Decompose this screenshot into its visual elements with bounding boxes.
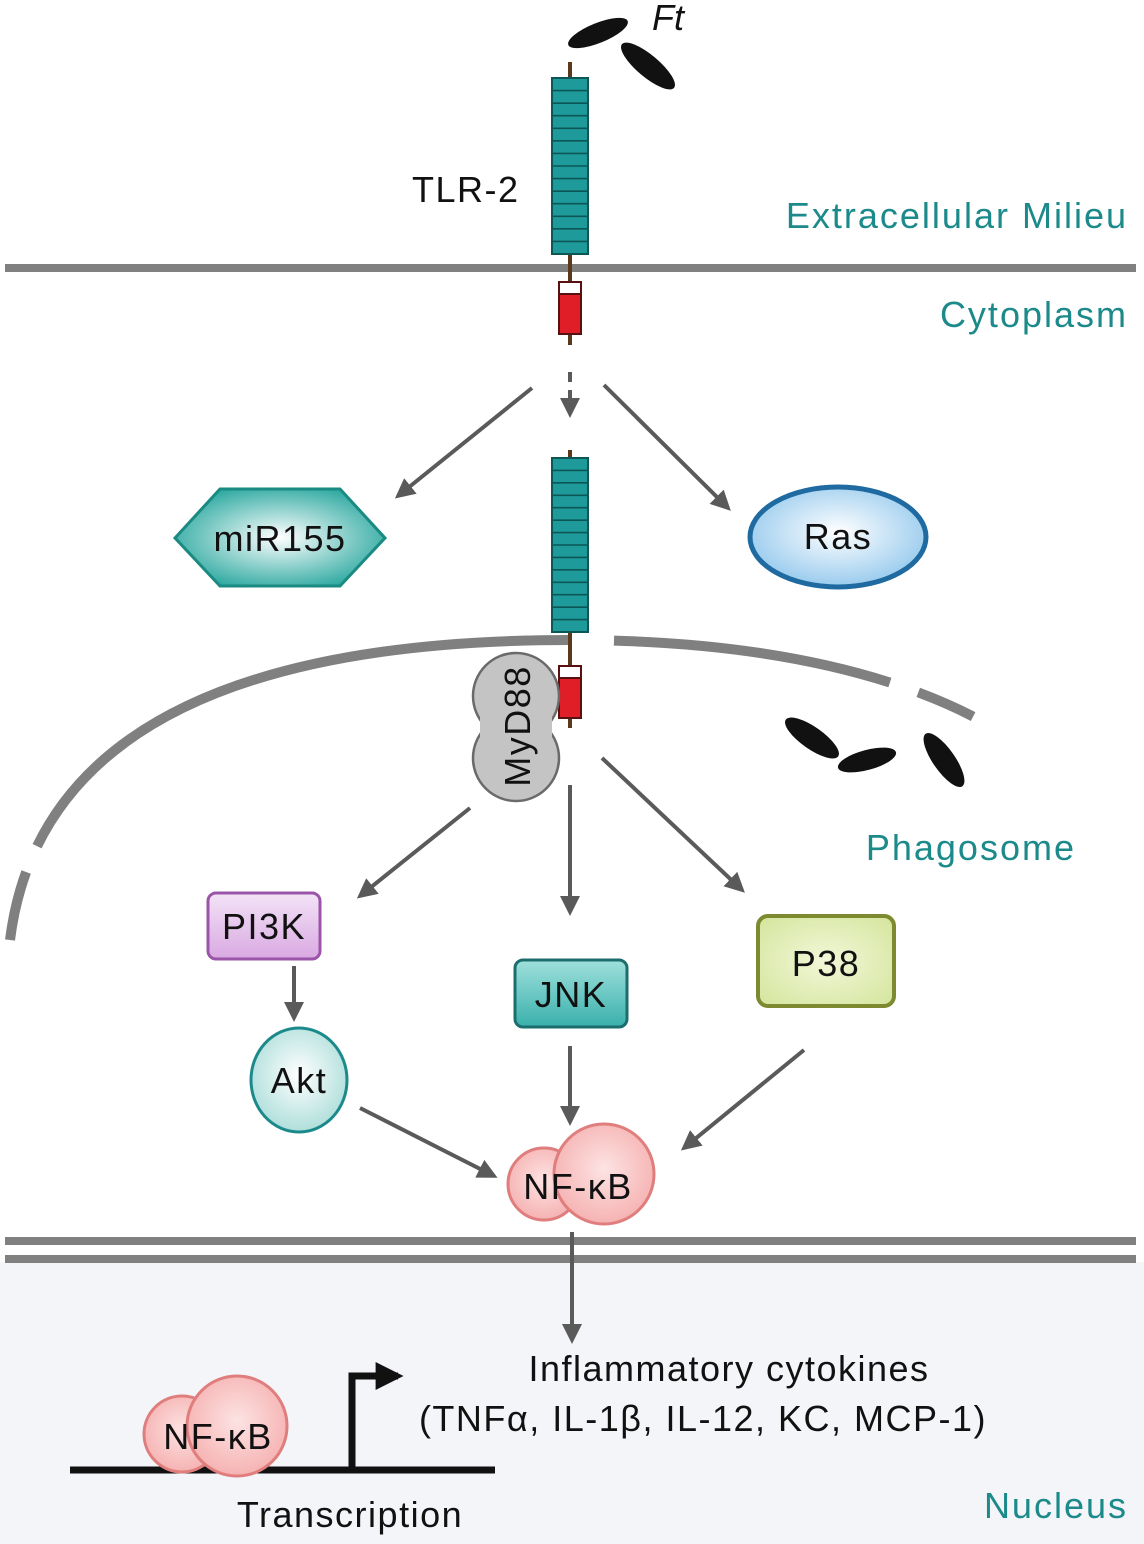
region-extracellular: Extracellular Milieu	[786, 195, 1128, 236]
bacterium-icon	[923, 733, 965, 787]
transcription-label: Transcription	[237, 1494, 463, 1535]
ras-node	[747, 484, 929, 590]
pi3k-label: PI3K	[222, 906, 306, 947]
region-cytoplasm: Cytoplasm	[940, 294, 1128, 335]
myd88-label: MyD88	[497, 665, 538, 787]
akt-label: Akt	[271, 1060, 328, 1101]
tlr2-receptor-phagosome	[551, 450, 589, 728]
mir155-label: miR155	[213, 518, 346, 559]
myd88-node	[471, 651, 561, 803]
nfkb-label: NF-κB	[523, 1166, 633, 1207]
output-title: Inflammatory cytokines	[528, 1348, 929, 1389]
p38-label: P38	[792, 943, 861, 984]
tlr2-receptor-surface	[551, 62, 589, 345]
arrow-p38-to-nfkb	[680, 1048, 806, 1151]
arrow-tlr2-to-ras	[602, 383, 731, 511]
jnk-node	[513, 958, 629, 1029]
receptor-label: TLR-2	[412, 169, 520, 210]
phagosome-membrane	[5, 634, 1140, 941]
arrow-akt-to-nfkb	[359, 1106, 498, 1178]
arrow-tlr2-to-mir155	[394, 386, 534, 499]
pi3k-node	[206, 891, 322, 961]
output-list: (TNFα, IL-1β, IL-12, KC, MCP-1)	[419, 1398, 987, 1439]
arrow-myd88-to-pi3k	[356, 806, 472, 899]
bacterium-label: Ft	[652, 0, 686, 38]
bacterium-icon	[568, 17, 628, 49]
region-nucleus: Nucleus	[984, 1485, 1128, 1526]
nfkb-node	[506, 1122, 656, 1226]
bacterium-icon	[621, 42, 675, 90]
mir155-node	[172, 487, 388, 588]
bacterium-icon	[837, 747, 897, 773]
transcription-start-arrow	[348, 1362, 404, 1470]
p38-node	[756, 914, 896, 1008]
arrow-myd88-to-p38	[600, 756, 745, 893]
bacterium-icon	[785, 717, 839, 759]
akt-node	[249, 1026, 349, 1134]
nfkb-nuclear-label: NF-κB	[163, 1416, 273, 1457]
nfkb-nuclear-node	[142, 1374, 289, 1478]
jnk-label: JNK	[535, 974, 608, 1015]
region-phagosome: Phagosome	[866, 827, 1076, 868]
ras-label: Ras	[804, 516, 873, 557]
